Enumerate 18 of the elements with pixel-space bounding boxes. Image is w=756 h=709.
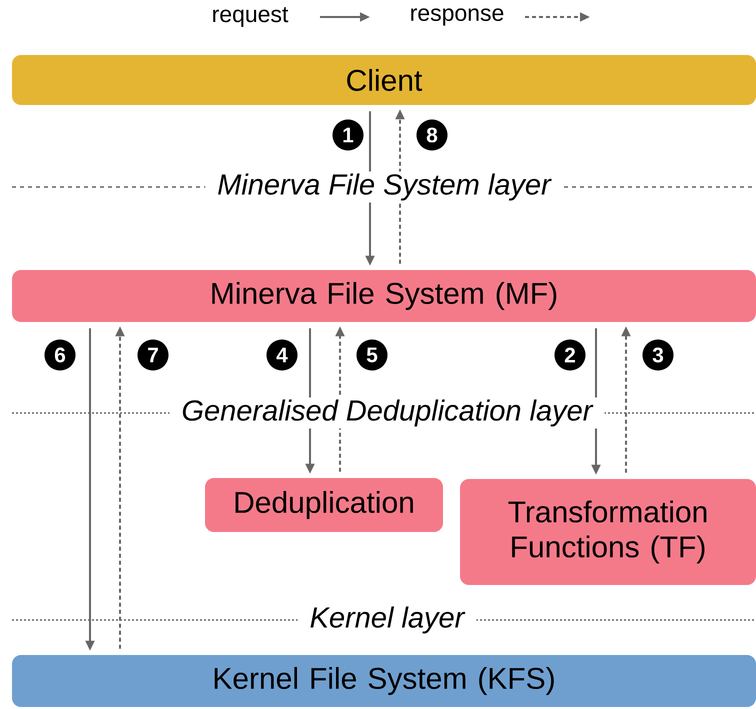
legend-text: response [411,8,504,26]
module-box: Transformation Functions (TF) [460,479,756,585]
legend-text: request [213,7,288,27]
callout-number: 4 [266,340,298,370]
layer-label: Kernel layer [298,604,476,636]
callout-number: 2 [554,340,586,370]
module-box: Deduplication [205,478,443,532]
file-system-box: Minerva File System (MF) [12,270,756,322]
layer-label: Generalised Deduplication layer [169,397,605,428]
callout-number: 5 [356,340,388,370]
callout-number: 3 [642,340,674,370]
callout-number: 8 [416,120,448,150]
callout-number: 6 [44,340,76,370]
file-system-box: Kernel File System (KFS) [12,655,756,707]
callout-number: 1 [332,120,364,150]
callout-number: 7 [138,340,168,370]
client-box: Client [12,55,756,105]
layer-label: Minerva File System layer [205,171,563,203]
